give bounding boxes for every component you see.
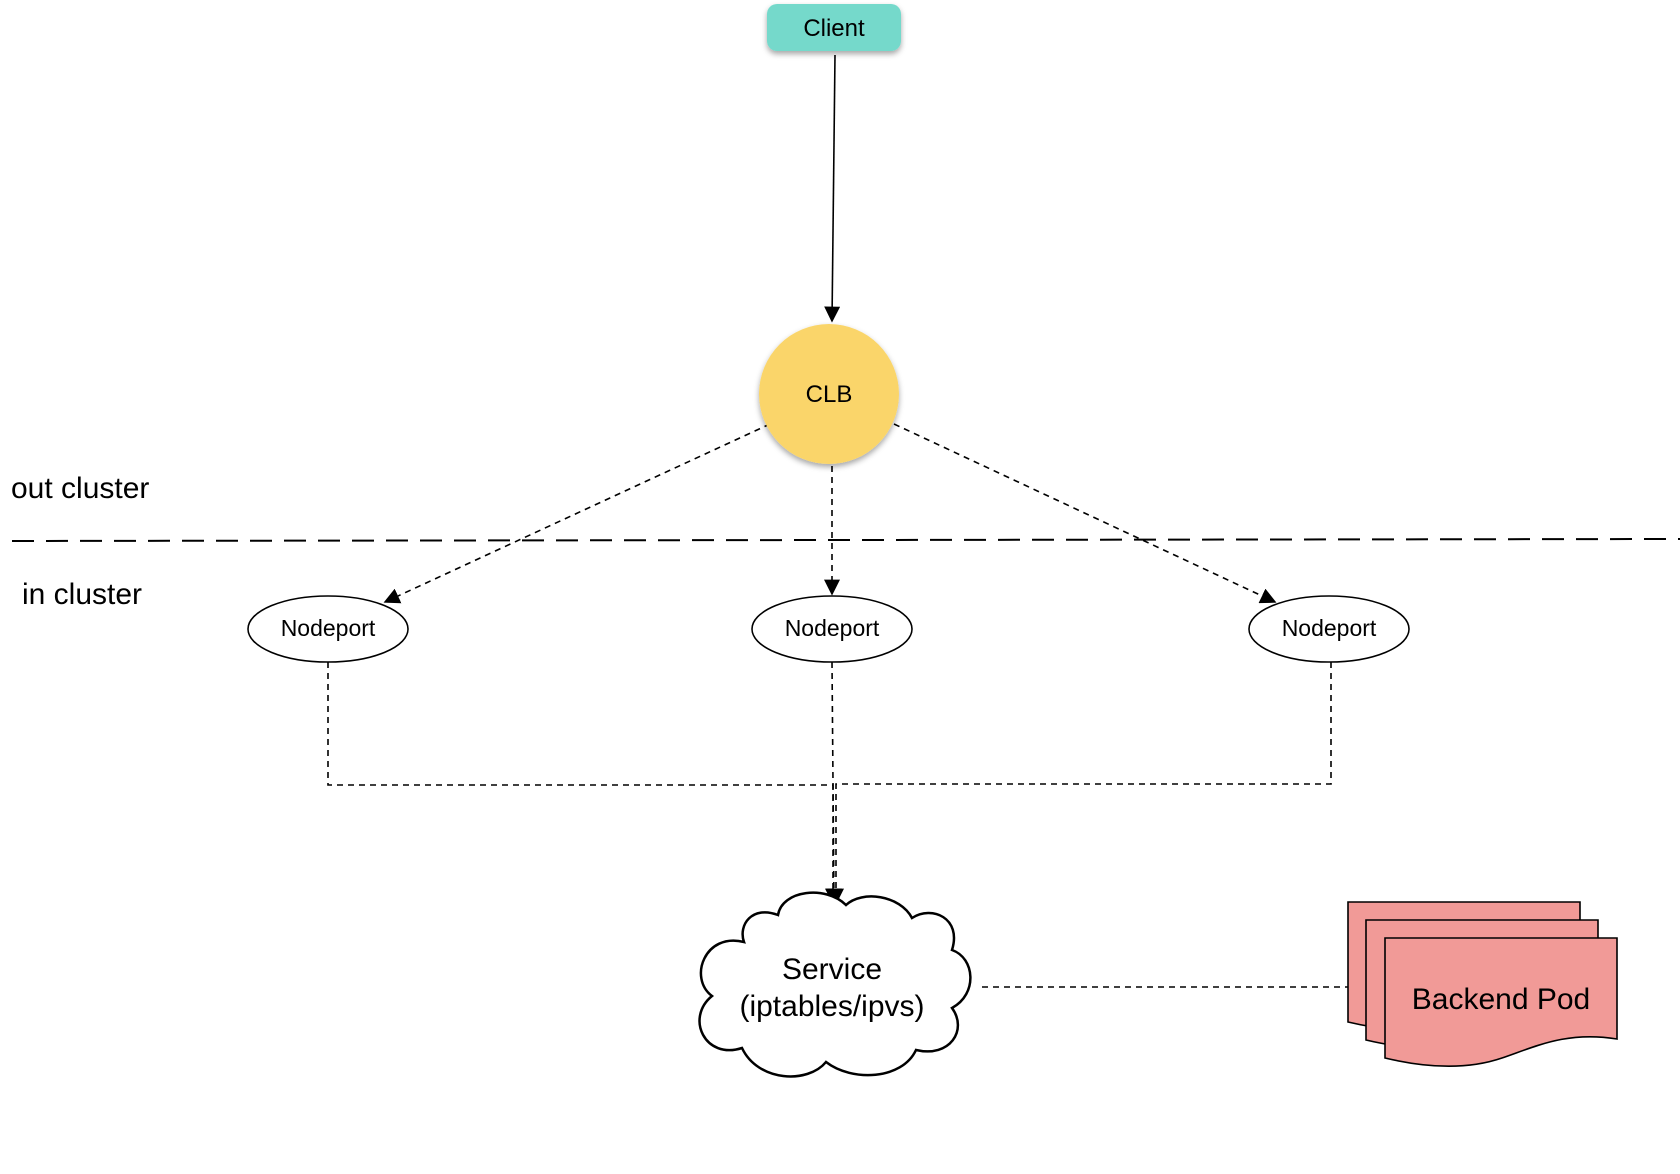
clb-to-nodeport-right-edge (893, 423, 1277, 604)
clb-to-nodeport-left-edge (383, 423, 771, 604)
client-label: Client (803, 15, 865, 42)
nodeport-center-label: Nodeport (785, 615, 880, 641)
clb-label: CLB (806, 381, 853, 408)
nodeport-left-to-service-edge (327, 662, 841, 905)
nodeport-right-node: Nodeport (1248, 595, 1410, 663)
in-cluster-label: in cluster (22, 578, 142, 611)
backend-pod-node: Backend Pod (1347, 901, 1618, 1068)
backend-pod-label: Backend Pod (1412, 983, 1590, 1016)
client-node: Client (767, 4, 901, 51)
cluster-boundary-line (11, 538, 1680, 542)
nodeport-left-node: Nodeport (247, 595, 409, 663)
nodeport-right-label: Nodeport (1282, 615, 1377, 641)
service-cloud-node: Service (iptables/ipvs) (698, 891, 972, 1078)
client-to-clb-edge (824, 54, 841, 323)
service-label-line2: (iptables/ipvs) (739, 990, 924, 1023)
nodeport-center-node: Nodeport (751, 595, 913, 663)
clb-node: CLB (759, 324, 899, 464)
nodeport-right-to-service-edge (828, 662, 1332, 905)
nodeport-center-to-service-edge (825, 661, 842, 905)
out-cluster-label: out cluster (11, 472, 149, 505)
service-label-line1: Service (782, 953, 882, 986)
nodeport-left-label: Nodeport (281, 615, 376, 641)
